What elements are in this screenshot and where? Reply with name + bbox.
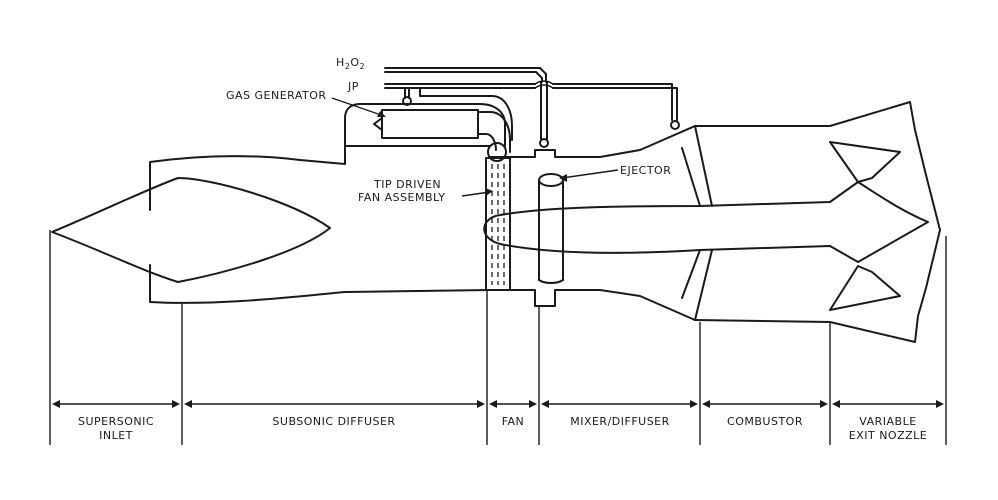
section-combustor: COMBUSTOR <box>727 415 803 428</box>
jp-to-generator <box>404 87 410 99</box>
section-variable-exit-nozzle-1: VARIABLE <box>859 415 916 428</box>
section-fan: FAN <box>502 415 525 428</box>
combustor-lower <box>694 229 941 343</box>
jp-label: JP <box>347 80 359 93</box>
combustor-upper <box>694 101 941 231</box>
body-upper-contour <box>149 145 491 165</box>
ejector-tube-top <box>538 173 564 187</box>
body-upper-mid <box>489 125 696 158</box>
h2o2-line-down <box>540 81 548 141</box>
ejector-group <box>538 173 564 284</box>
fan-drive-ring <box>487 142 507 162</box>
h2o2-injector <box>539 138 549 148</box>
ejector-tube <box>538 179 564 281</box>
ejector-tube-bottom <box>538 279 564 284</box>
tip-driven-label-2: FAN ASSEMBLY <box>358 191 445 204</box>
section-arrows <box>52 400 944 408</box>
nozzle-flaps <box>829 141 901 311</box>
nozzle-flap-lower <box>829 265 901 311</box>
tip-driven-label-1: TIP DRIVEN <box>373 178 441 191</box>
fan-assembly <box>485 157 511 291</box>
section-variable-exit-nozzle-2: EXIT NOZZLE <box>849 429 927 442</box>
propellant-lines <box>384 67 680 148</box>
propellant-labels: H2O2 JP <box>336 56 365 93</box>
combustor-liner <box>681 147 701 299</box>
gas-generator-group <box>344 103 511 162</box>
section-supersonic-inlet-2: INLET <box>99 429 133 442</box>
core-body <box>483 181 929 263</box>
station-dividers <box>49 230 947 445</box>
inlet-spike <box>51 177 331 283</box>
generator-feed <box>419 87 513 141</box>
section-labels: SUPERSONIC INLET SUBSONIC DIFFUSER FAN M… <box>78 415 927 442</box>
generator-injector <box>402 96 412 106</box>
jp-crossover <box>534 80 554 89</box>
section-subsonic-diffuser: SUBSONIC DIFFUSER <box>272 415 395 428</box>
h2o2-line <box>384 67 547 83</box>
body-lower-contour <box>149 289 696 321</box>
jp-line <box>384 83 678 121</box>
leader-lines <box>331 97 619 197</box>
section-supersonic-inlet-1: SUPERSONIC <box>78 415 154 428</box>
section-mixer-diffuser: MIXER/DIFFUSER <box>570 415 670 428</box>
gas-generator-nozzle <box>373 117 383 131</box>
jp-injector-combustor <box>670 120 680 130</box>
gas-generator-housing <box>344 103 506 147</box>
nozzle-flap-upper <box>829 141 901 183</box>
gas-generator <box>381 109 479 139</box>
gas-duct <box>477 111 511 153</box>
combustor-group <box>681 101 941 343</box>
h2o2-label: H2O2 <box>336 56 365 71</box>
ejector-label: EJECTOR <box>620 164 671 177</box>
gas-generator-label: GAS GENERATOR <box>226 89 327 102</box>
combustor-flameholder <box>694 125 713 321</box>
engine-body <box>149 125 696 321</box>
